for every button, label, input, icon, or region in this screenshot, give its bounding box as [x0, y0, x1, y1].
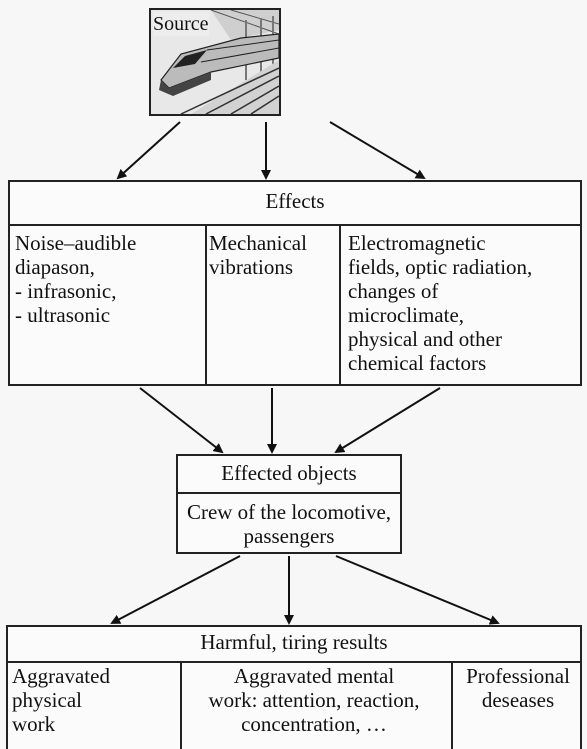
results-col-physical: Aggravated physical work — [12, 664, 110, 736]
arrow-effects-right-to-objects — [334, 387, 441, 454]
effected-objects-box — [176, 454, 402, 554]
effected-objects-header — [178, 456, 400, 494]
source-label: Source — [153, 12, 209, 36]
effected-objects-body: Crew of the locomotive, passengers — [186, 500, 392, 548]
effects-title: Effects — [265, 189, 325, 213]
arrow-source-to-effects-right — [329, 121, 426, 180]
source-box: Source — [149, 8, 281, 116]
results-divider-1 — [180, 661, 182, 749]
effected-objects-title: Effected objects — [221, 461, 357, 485]
effects-col-fields: Electromagnetic fields, optic radiation,… — [348, 231, 533, 375]
arrow-effects-left-to-objects — [139, 387, 224, 454]
results-title: Harmful, tiring results — [200, 630, 388, 654]
arrow-source-to-effects-left — [116, 121, 181, 180]
results-divider-2 — [451, 661, 453, 749]
effects-col-vibrations: Mechanical vibrations — [209, 231, 307, 279]
arrow-objects-to-results-left — [110, 555, 241, 624]
effects-col-noise: Noise–audible diapason, - infrasonic, - … — [15, 231, 137, 327]
results-header — [8, 627, 580, 663]
effects-divider-1 — [205, 224, 207, 384]
results-col-mental: Aggravated mental work: attention, react… — [208, 664, 420, 736]
effects-header — [10, 182, 580, 226]
results-col-diseases: Professional deseases — [466, 664, 570, 712]
effects-divider-2 — [339, 224, 341, 384]
arrow-objects-to-results-right — [335, 555, 500, 625]
effects-box — [8, 180, 582, 386]
results-box — [6, 625, 582, 749]
